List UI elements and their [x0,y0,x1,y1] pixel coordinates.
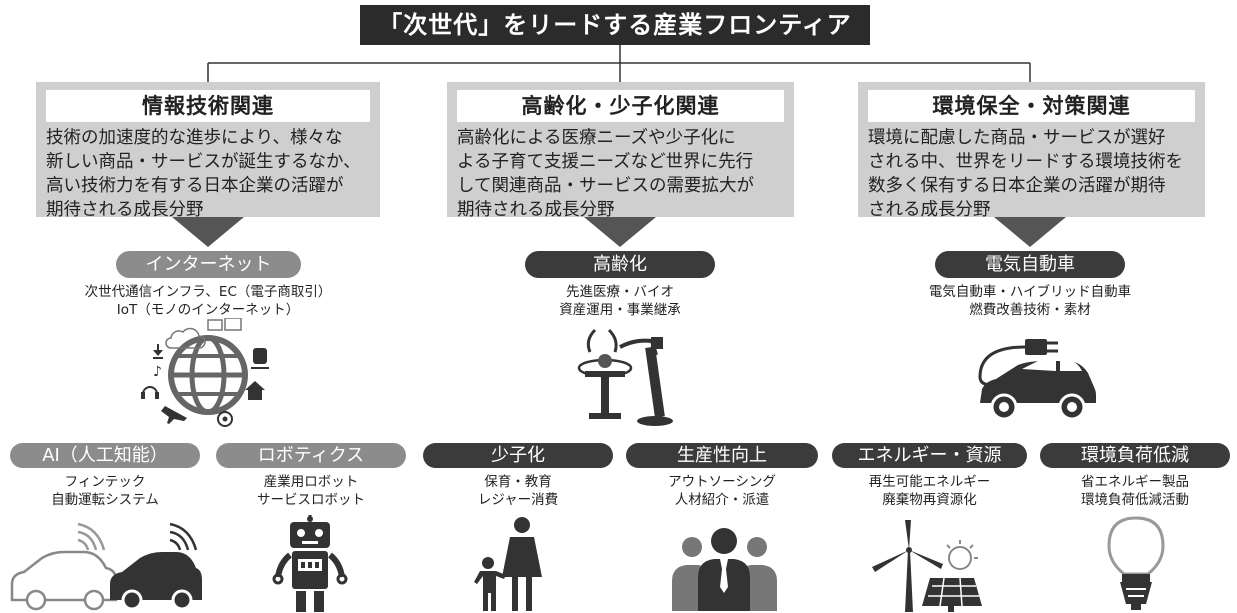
parent-child-icon [474,517,542,611]
category-box-aging: 高齢化・少子化関連 高齢化による医療ニーズや少子化に よる子育て支援ニーズなど世… [447,82,794,220]
theme-pill-ev: 電気自動車 [935,251,1125,278]
theme-items-ai: フィンテック 自動運転システム [10,473,200,509]
theme-item: サービスロボット [257,492,365,508]
page-title: 「次世代」をリードする産業フロンティア [360,5,870,45]
theme-item: 電気自動車・ハイブリッド自動車 [928,284,1132,300]
business-people-icon [672,528,777,611]
medical-robot-icon [577,328,673,426]
desc-line: よる子育て支援ニーズなど世界に先行 [457,152,754,172]
theme-item: 再生可能エネルギー [868,474,991,490]
theme-item: 資産運用・事業継承 [559,302,681,318]
svg-text:♪: ♪ [153,364,162,380]
theme-items-ev: 電気自動車・ハイブリッド自動車 燃費改善技術・素材 [880,283,1180,319]
theme-items-birthrate: 保育・教育 レジャー消費 [423,473,613,509]
theme-item: 保育・教育 [484,474,552,490]
desc-line: して関連商品・サービスの需要拡大が [457,176,754,196]
theme-pill-energy: エネルギー・資源 [832,443,1027,468]
connected-cars-icon [10,522,202,611]
category-heading: 環境保全・対策関連 [868,90,1195,122]
desc-line: 高齢化による医療ニーズや少子化に [457,128,736,148]
theme-items-internet: 次世代通信インフラ、EC（電子商取引） IoT（モノのインターネット） [30,283,386,319]
led-bulb-icon [1107,516,1165,610]
desc-line: 環境に配慮した商品・サービスが選好 [868,128,1166,148]
globe-network-icon: ♪ [141,318,269,427]
theme-pill-birthrate: 少子化 [423,443,613,468]
category-heading: 情報技術関連 [46,90,370,122]
electric-car-icon [978,339,1096,421]
theme-item: 産業用ロボット [263,474,359,490]
theme-pill-aging: 高齢化 [525,251,715,278]
category-box-it: 情報技術関連 技術の加速度的な進歩により、様々な 新しい商品・サービスが誕生する… [36,82,380,220]
desc-line: 数多く保有する日本企業の活躍が期待 [868,176,1166,196]
desc-line: 技術の加速度的な進歩により、様々な [46,128,343,148]
theme-pill-productivity: 生産性向上 [626,443,818,468]
theme-item: 自動運転システム [51,492,159,508]
theme-pill-robotics: ロボティクス [216,443,406,468]
theme-item: 人材紹介・派遣 [674,492,770,508]
theme-item: 燃費改善技術・素材 [969,302,1091,318]
category-description: 環境に配慮した商品・サービスが選好 される中、世界をリードする環境技術を 数多く… [868,126,1199,222]
theme-item: 次世代通信インフラ、EC（電子商取引） [84,284,332,300]
desc-line: 高い技術力を有する日本企業の活躍が [46,176,344,196]
desc-line: 期待される成長分野 [457,200,615,220]
desc-line: される中、世界をリードする環境技術を [868,152,1183,172]
theme-pill-ai: AI（人工知能） [10,443,200,468]
theme-items-productivity: アウトソーシング 人材紹介・派遣 [626,473,818,509]
theme-item: IoT（モノのインターネット） [116,302,300,318]
theme-items-energy: 再生可能エネルギー 廃棄物再資源化 [832,473,1027,509]
theme-item: 廃棄物再資源化 [882,492,977,508]
category-heading: 高齢化・少子化関連 [457,90,784,122]
category-description: 技術の加速度的な進歩により、様々な 新しい商品・サービスが誕生するなか、 高い技… [46,126,374,222]
theme-items-robotics: 産業用ロボット サービスロボット [216,473,406,509]
wind-solar-icon [872,520,982,612]
theme-items-aging: 先進医療・バイオ 資産運用・事業継承 [470,283,770,319]
desc-line: 期待される成長分野 [46,200,204,220]
robot-icon [272,515,348,612]
category-box-environment: 環境保全・対策関連 環境に配慮した商品・サービスが選好 される中、世界をリードす… [858,82,1205,220]
theme-item: フィンテック [64,474,146,490]
theme-item: レジャー消費 [477,492,559,508]
theme-pill-eco: 環境負荷低減 [1040,443,1230,468]
category-description: 高齢化による医療ニーズや少子化に よる子育て支援ニーズなど世界に先行 して関連商… [457,126,788,222]
theme-pill-internet: インターネット [116,251,301,278]
desc-line: される成長分野 [868,200,991,220]
theme-item: アウトソーシング [668,474,776,490]
theme-item: 先進医療・バイオ [566,284,674,300]
theme-item: 省エネルギー製品 [1081,474,1189,490]
theme-item: 環境負荷低減活動 [1081,492,1189,508]
desc-line: 新しい商品・サービスが誕生するなか、 [46,152,361,172]
theme-items-eco: 省エネルギー製品 環境負荷低減活動 [1040,473,1230,509]
